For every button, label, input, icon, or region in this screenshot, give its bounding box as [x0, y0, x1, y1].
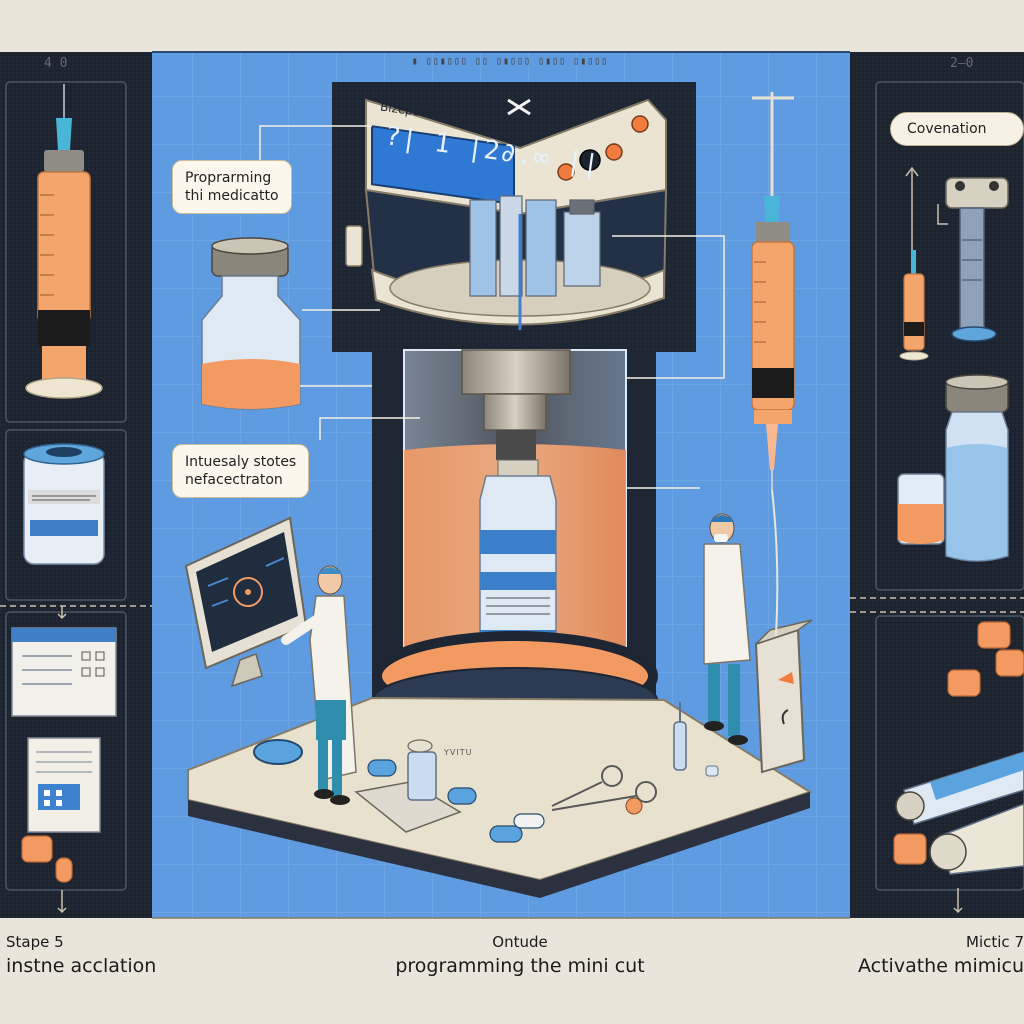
caption-right-text: Activathe mimicu	[857, 955, 1024, 977]
callout-programming: Proprarming thi medicatto	[172, 160, 292, 214]
callout-storage-line-1: Intuesaly stotes	[185, 454, 297, 470]
tubes-right	[895, 751, 1024, 914]
stand-right	[905, 166, 1009, 342]
callout-programming-line-1: Proprarming	[185, 170, 272, 186]
document-card-left	[27, 737, 101, 833]
syringe-center-right	[751, 92, 795, 637]
pills-right	[893, 621, 1024, 865]
computer-monitor	[184, 516, 308, 688]
caption-left: Stape 5 instne acclation	[6, 930, 156, 978]
syringe-left	[25, 84, 103, 399]
pill-left	[21, 835, 73, 883]
caption-center-text: programming the mini cut	[395, 955, 645, 977]
callout-storage-line-2: nefacectraton	[185, 472, 283, 488]
platform-label: YVITU	[444, 748, 473, 757]
syringe-right-small	[899, 250, 929, 361]
caption-right: Mictic 7 Activathe mimicu	[856, 930, 1024, 978]
caption-left-step: Stape 5	[6, 933, 64, 951]
control-box-right	[754, 619, 813, 774]
caption-left-text: instne acclation	[6, 955, 157, 977]
top-right-number: 2–0	[950, 56, 974, 71]
callout-storage: Intuesaly stotes nefacectraton	[172, 444, 310, 498]
callout-right-pill: Covenation	[890, 112, 1024, 146]
caption-center: Ontude programming the mini cut	[380, 930, 660, 978]
top-left-number: 4 0	[44, 56, 68, 71]
vial-canister-left	[23, 443, 105, 565]
bottle-left	[201, 237, 301, 410]
top-ruler: ▮ ▯▯▮▯▯▯ ▯▯ ▯▮▯▯▯ ▯▮▯▯ ▯▮▯▯▯	[411, 56, 609, 67]
caption-right-step: Mictic 7	[966, 933, 1024, 951]
scientist-right	[703, 513, 751, 745]
scientist-left	[281, 565, 357, 805]
ui-card-left	[11, 627, 117, 717]
caption-center-step: Ontude	[492, 933, 548, 951]
beaker-right	[897, 473, 945, 545]
dispensing-machine	[332, 82, 696, 740]
callout-programming-line-2: thi medicatto	[185, 188, 279, 204]
vial-right	[945, 374, 1009, 562]
